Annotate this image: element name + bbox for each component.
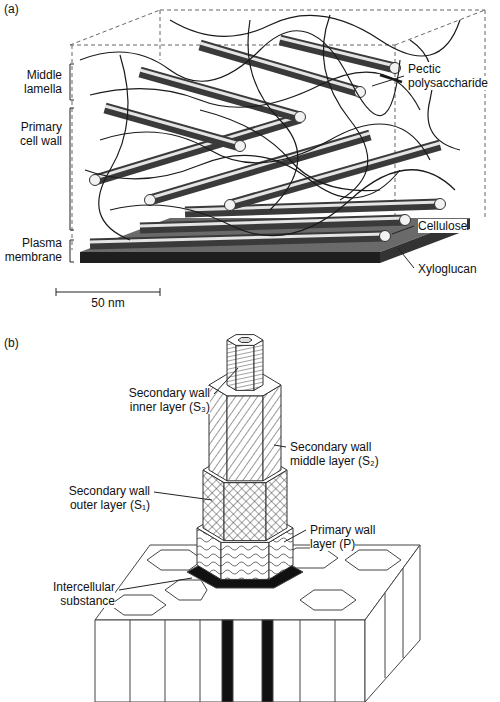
layer-label-text: Intercellular substance xyxy=(53,580,115,608)
layer-label: Secondary wall middle layer (S₂) xyxy=(290,440,398,468)
component-label: Pectic polysaccharide xyxy=(408,62,496,90)
plasma-membrane xyxy=(80,218,470,263)
layer-label: Secondary wall inner layer (S₃) xyxy=(110,386,210,414)
layer-label: Primary cell wall xyxy=(6,120,62,148)
layer-label: Middle lamella xyxy=(6,68,62,96)
layer-label: Plasma membrane xyxy=(2,236,62,264)
panel-letter-text: (a) xyxy=(4,2,19,16)
s3-layer-prism xyxy=(227,335,263,391)
leader-lines xyxy=(119,368,306,590)
leader-lines xyxy=(70,64,414,268)
scale-label-text: 50 nm xyxy=(91,296,124,310)
model-box xyxy=(70,10,485,250)
component-label: Xyloglucan xyxy=(418,262,494,276)
layer-label-text: Secondary wall middle layer (S₂) xyxy=(290,440,379,468)
panel-letter-text: (b) xyxy=(4,336,19,350)
matrix-polysaccharides xyxy=(80,15,460,240)
layer-label-text: Secondary wall inner layer (S₃) xyxy=(129,386,210,414)
layer-label: Secondary wall outer layer (S₁) xyxy=(45,484,150,512)
panel-letter: (a) xyxy=(4,2,34,16)
layer-label-text: Plasma membrane xyxy=(5,236,62,264)
layer-label-text: Primary wall layer (P) xyxy=(310,523,375,551)
scale-bar xyxy=(56,288,160,296)
cellulose-microfibrils xyxy=(90,38,446,244)
layer-label-text: Primary cell wall xyxy=(20,120,62,148)
panel-letter: (b) xyxy=(4,336,34,350)
layer-label: Intercellular substance xyxy=(30,580,115,608)
layer-label-text: Middle lamella xyxy=(24,68,62,96)
layer-label-text: Secondary wall outer layer (S₁) xyxy=(69,484,150,512)
layer-label: Primary wall layer (P) xyxy=(310,523,392,551)
component-label: Cellulose xyxy=(418,219,490,233)
component-label-text: Xyloglucan xyxy=(418,262,477,276)
component-label-text: Pectic polysaccharide xyxy=(408,62,488,90)
scale-label: 50 nm xyxy=(78,296,138,310)
component-label-text: Cellulose xyxy=(418,219,467,233)
